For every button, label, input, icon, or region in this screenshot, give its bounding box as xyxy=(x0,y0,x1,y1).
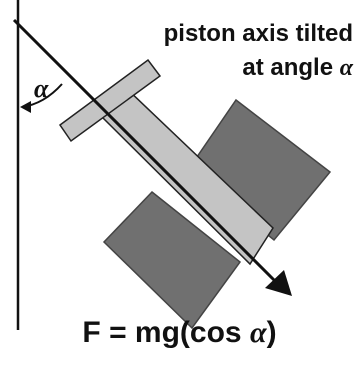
formula-suffix: ) xyxy=(266,316,277,349)
cylinder-block-upper xyxy=(186,98,332,242)
caption-text-1: piston axis tilted xyxy=(163,20,353,47)
caption-alpha: α xyxy=(339,55,353,81)
formula-prefix: F = mg(cos xyxy=(82,316,250,349)
formula-alpha: α xyxy=(249,316,267,349)
caption-line-1: piston axis tilted xyxy=(164,22,353,46)
axis-arrowhead xyxy=(265,270,292,296)
caption-text-2: at angle xyxy=(242,54,340,81)
piston-crossbar xyxy=(58,58,162,143)
force-formula: F = mg(cos α) xyxy=(0,318,359,348)
angle-label: α xyxy=(34,74,49,103)
caption-line-2: at angle α xyxy=(242,54,353,81)
cylinder-block-lower xyxy=(102,190,242,330)
angle-arc-arrowhead xyxy=(20,101,31,113)
piston-axis-line xyxy=(12,18,280,286)
